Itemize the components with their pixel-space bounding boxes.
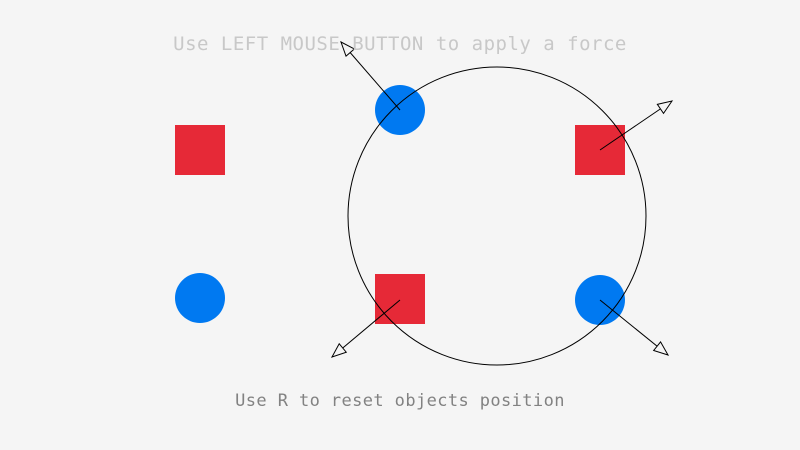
- force-arrow-1: [340, 40, 401, 111]
- red-square-top-left[interactable]: [175, 125, 225, 175]
- force-arrow-shaft: [599, 299, 669, 356]
- force-arrow-shaft: [340, 41, 401, 111]
- force-arrow-head: [652, 341, 670, 356]
- force-arrow-shaft: [599, 100, 673, 151]
- force-arrow-3: [330, 299, 401, 358]
- force-arrow-shaft: [331, 299, 401, 358]
- force-arrow-2: [599, 100, 674, 151]
- blue-circle-bottom-left[interactable]: [175, 273, 225, 323]
- force-arrow-4: [599, 299, 670, 356]
- force-arrow-head: [656, 100, 674, 115]
- red-square-bottom-middle[interactable]: [375, 274, 425, 324]
- force-arrow-head: [330, 342, 348, 358]
- force-arrow-head: [340, 40, 356, 58]
- force-field-radius-circle: [347, 66, 647, 366]
